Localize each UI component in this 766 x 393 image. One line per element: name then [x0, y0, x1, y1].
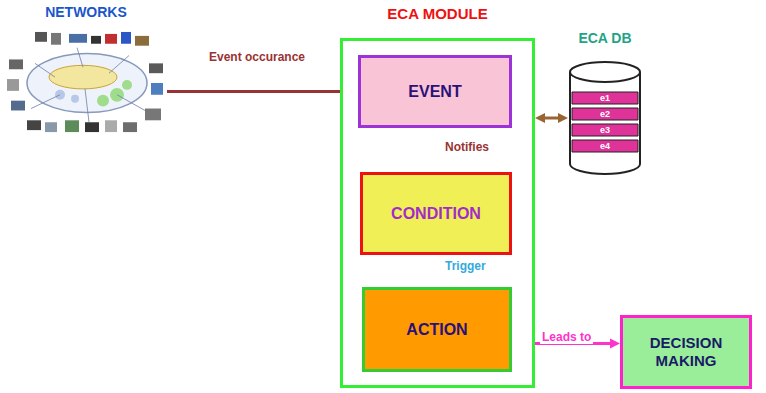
box-label: EVENT [408, 82, 461, 101]
connector-arrow [535, 113, 568, 123]
decision-box: DECISION MAKING [620, 315, 752, 389]
action-box: ACTION [362, 287, 512, 372]
arrow-head [558, 113, 568, 123]
box-label: DECISION MAKING [633, 334, 739, 370]
edge-label: Leads to [540, 330, 593, 344]
edge-label: Trigger [443, 259, 488, 273]
edge-label: Notifies [443, 140, 491, 154]
module-heading: ECA MODULE [343, 5, 532, 23]
module-box: ECA MODULEEVENTCONDITIONACTION [340, 38, 535, 388]
node-heading: ECA DB [558, 30, 652, 47]
node-heading: NETWORKS [5, 4, 167, 21]
box-label: ACTION [406, 320, 467, 339]
database-node: ECA DBe1e2e3e4 [568, 60, 642, 176]
connector-arrow [167, 87, 358, 97]
condition-box: CONDITION [360, 172, 512, 255]
arrow-head [535, 113, 545, 123]
edge-label: Event occurance [203, 50, 311, 64]
network-illustration [5, 30, 167, 136]
record-label: e3 [572, 124, 638, 136]
event-box: EVENT [358, 55, 512, 128]
connector-line [543, 117, 560, 120]
connector-line [167, 90, 350, 93]
arrow-head [610, 339, 620, 349]
record-label: e4 [572, 140, 638, 152]
box-label: CONDITION [391, 204, 481, 223]
network-cloud: NETWORKS [5, 30, 167, 136]
record-label: e2 [572, 108, 638, 120]
record-label: e1 [572, 92, 638, 104]
